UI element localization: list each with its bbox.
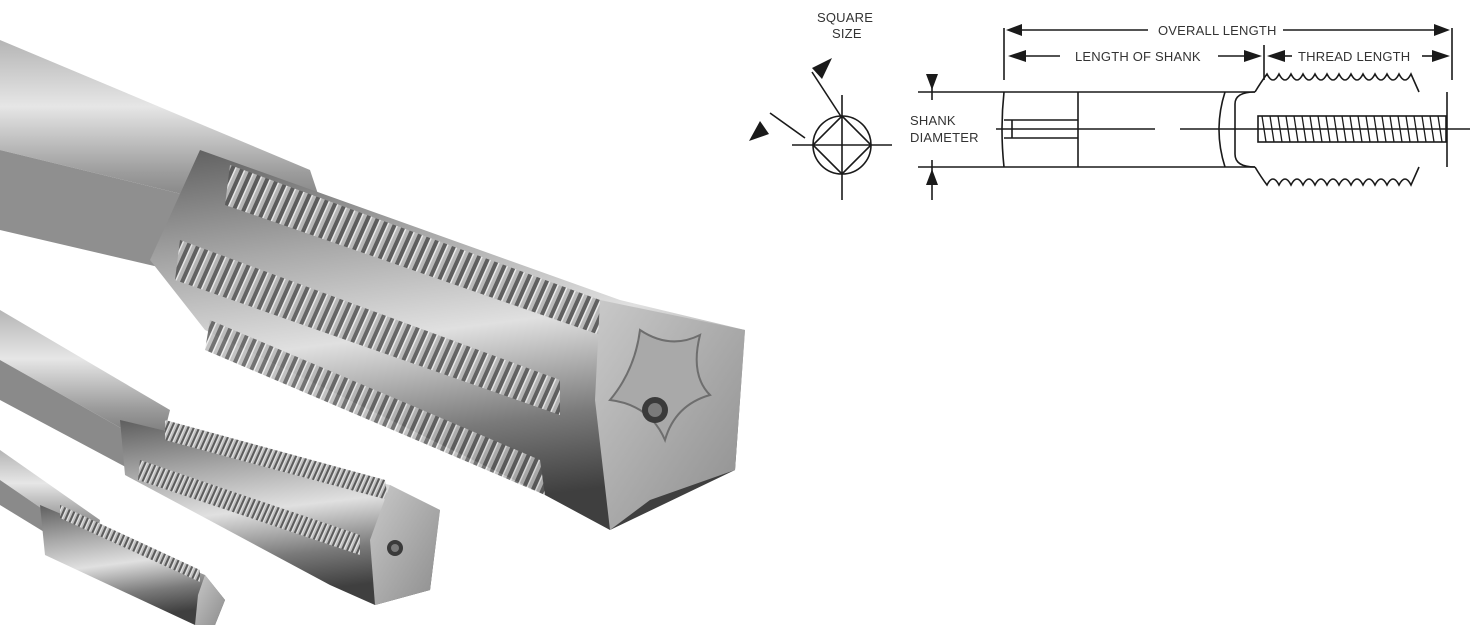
large-tap <box>0 40 745 530</box>
arrow-right-icon <box>1244 50 1262 62</box>
shank-diameter-label: SHANK <box>910 113 956 128</box>
small-tap <box>0 450 225 625</box>
square-size-label: SIZE <box>832 26 862 41</box>
arrow-left-icon <box>1008 50 1026 62</box>
overall-length-label: OVERALL LENGTH <box>1158 23 1277 38</box>
arrow-right-icon <box>1434 24 1450 36</box>
overall-length-dimension <box>1003 28 1453 80</box>
square-size-end-view <box>769 71 892 200</box>
arrow-left-icon <box>1006 24 1022 36</box>
arrow-up-icon <box>926 169 938 185</box>
tap-side-view <box>996 72 1470 187</box>
square-size-arrow-icon <box>749 121 769 141</box>
square-size-label: SQUARE <box>817 10 873 25</box>
thread-core-detail <box>1261 115 1443 143</box>
length-of-shank-label: LENGTH OF SHANK <box>1075 49 1201 64</box>
arrow-right-icon <box>1432 50 1450 62</box>
square-size-arrow-icon <box>812 58 832 79</box>
thread-length-label: THREAD LENGTH <box>1298 49 1410 64</box>
taps-photo <box>0 40 745 625</box>
medium-tap <box>0 310 440 605</box>
shank-diameter-label: DIAMETER <box>910 130 979 145</box>
arrow-left-icon <box>1267 50 1285 62</box>
arrow-down-icon <box>926 74 938 90</box>
